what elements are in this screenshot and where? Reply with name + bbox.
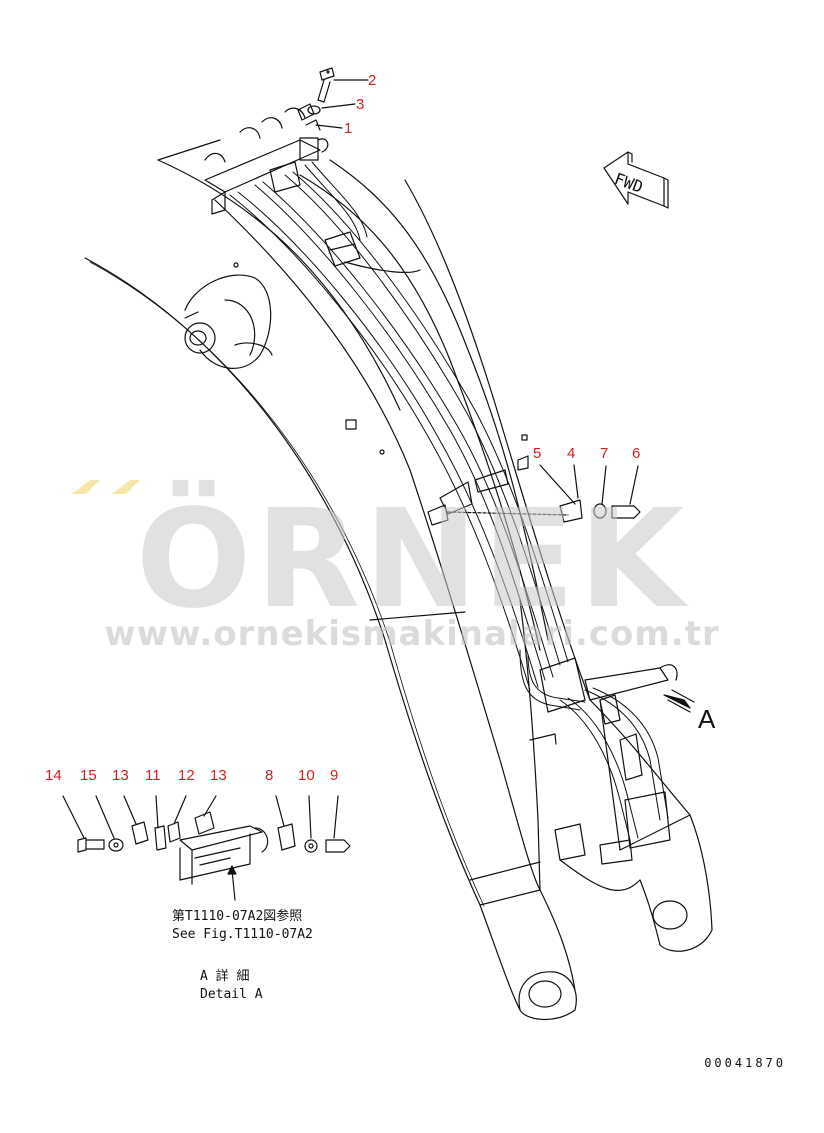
callout-2: 2 (368, 72, 377, 89)
cylinder-boss (184, 262, 385, 455)
see-fig-en: See Fig.T1110-07A2 (172, 927, 313, 942)
watermark-url: www.ornekismakinalari.com.tr (104, 614, 720, 654)
callout-13-left: 13 (112, 767, 129, 784)
top-clamp-assembly (204, 67, 421, 273)
detail-a-parts (62, 795, 351, 901)
callout-8: 8 (265, 767, 274, 784)
callout-6: 6 (632, 445, 641, 462)
watermark-brand: ÖRNEK (135, 481, 689, 639)
mid-clamp-assembly (427, 455, 641, 526)
callout-15: 15 (80, 767, 97, 784)
callout-5: 5 (533, 445, 542, 462)
callout-11: 11 (145, 767, 161, 784)
see-fig-jp: 第T1110-07A2図参照 (172, 909, 303, 924)
callout-13-right: 13 (210, 767, 227, 784)
callout-4: 4 (567, 445, 576, 462)
detail-title-en: Detail A (200, 987, 263, 1002)
callout-3: 3 (356, 96, 365, 113)
lower-clamp-assembly (521, 434, 695, 865)
fwd-arrow-icon (603, 151, 669, 209)
callout-7: 7 (600, 445, 609, 462)
hydraulic-pipes (229, 161, 669, 841)
watermark-accent (72, 478, 152, 502)
document-number: 00041870 (704, 1056, 786, 1070)
callout-9: 9 (330, 767, 339, 784)
callout-10: 10 (298, 767, 315, 784)
detail-a-marker: A (698, 704, 716, 734)
detail-title-jp: A 詳 細 (200, 969, 250, 984)
callout-14: 14 (45, 767, 62, 784)
callout-12: 12 (178, 767, 195, 784)
callout-1: 1 (344, 120, 353, 137)
